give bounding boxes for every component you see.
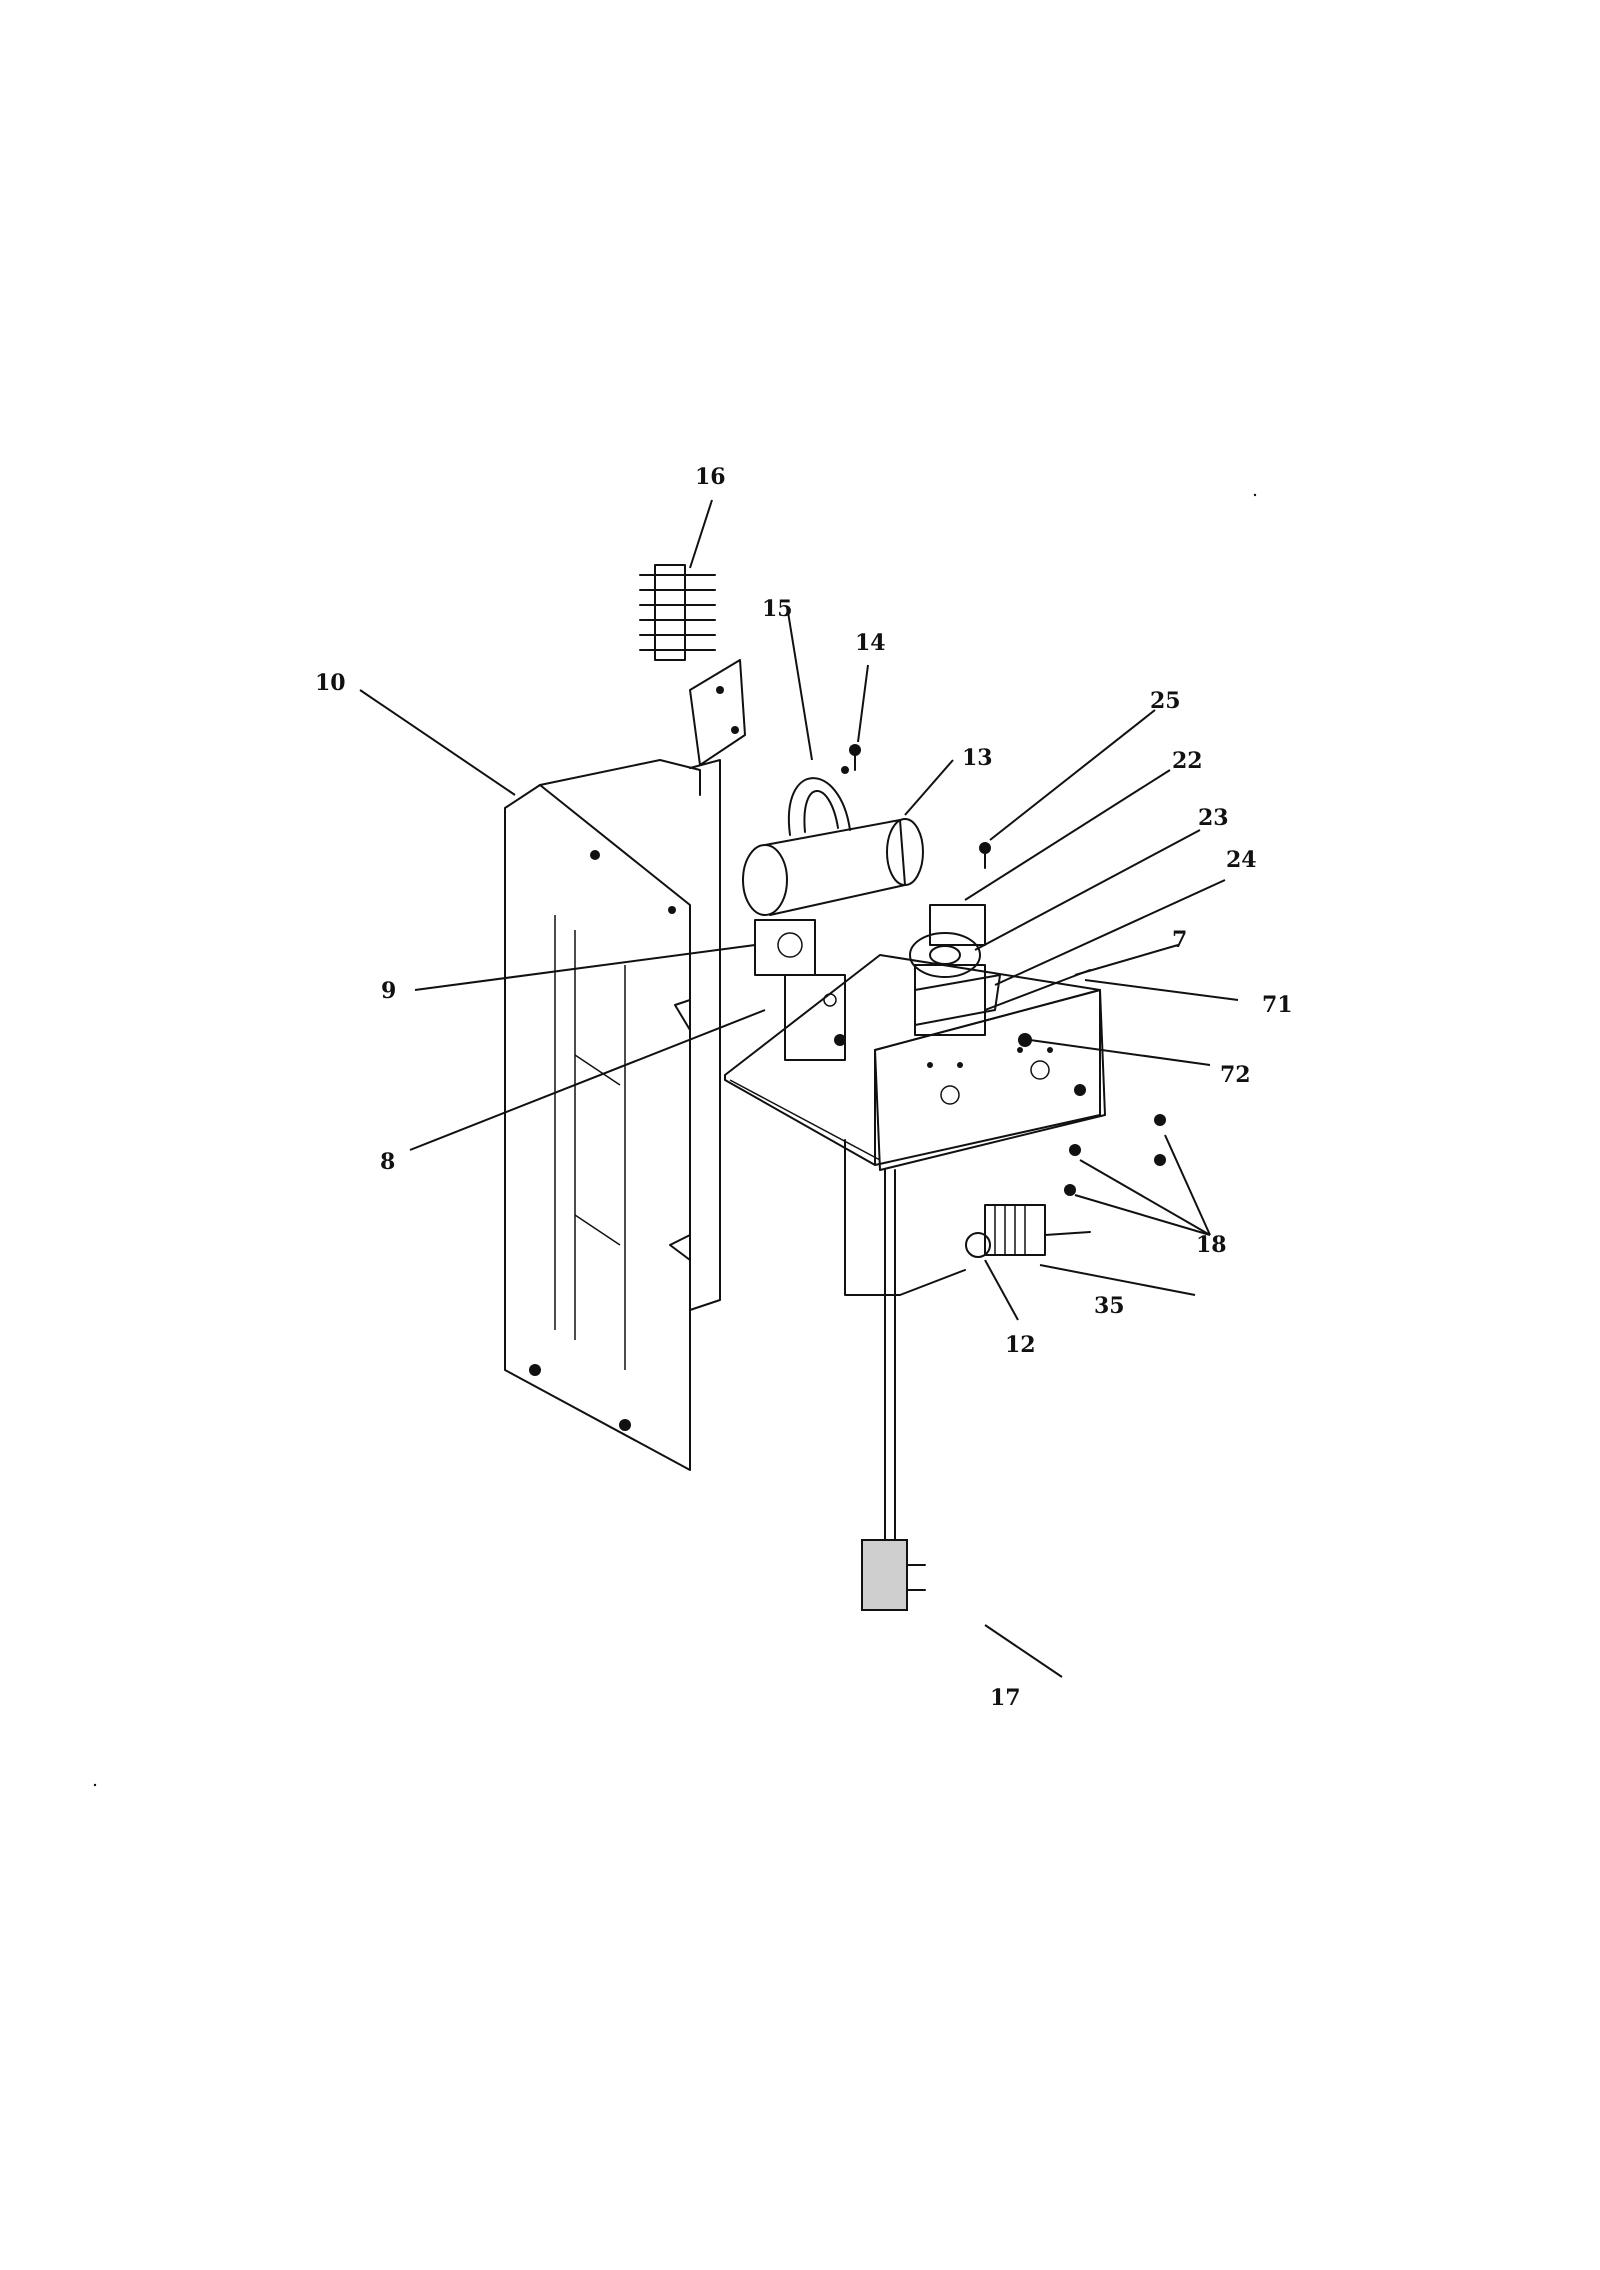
panel-flange (669, 759, 721, 1311)
screws (849, 744, 1166, 1196)
callout-22: 22 (1172, 748, 1203, 774)
callout-14: 14 (855, 630, 886, 656)
callout-16: 16 (695, 464, 726, 490)
callout-71: 71 (1262, 992, 1293, 1018)
interlock-assembly (909, 904, 1091, 1047)
capacitor (742, 766, 924, 916)
terminal-block (639, 564, 716, 661)
switch-assembly (754, 919, 846, 1061)
side-panel (504, 759, 701, 1471)
callout-9: 9 (381, 978, 396, 1004)
callout-15: 15 (762, 596, 793, 622)
callout-72: 72 (1220, 1062, 1251, 1088)
callout-13: 13 (962, 745, 993, 771)
callout-7: 7 (1172, 927, 1187, 953)
callout-18: 18 (1196, 1232, 1227, 1258)
callout-10: 10 (315, 670, 346, 696)
callout-17: 17 (990, 1685, 1021, 1711)
callout-35: 35 (1094, 1293, 1125, 1319)
base-chassis (724, 954, 1101, 1166)
leader-lines (359, 499, 1239, 1678)
thermal-fuse (965, 1204, 1091, 1258)
stray-dot (93, 1783, 97, 1787)
callout-24: 24 (1226, 847, 1257, 873)
callout-25: 25 (1150, 688, 1181, 714)
stray-dot (1253, 493, 1257, 497)
callout-8: 8 (380, 1149, 395, 1175)
upper-bracket (689, 659, 746, 766)
callout-23: 23 (1198, 805, 1229, 831)
front-plate (874, 989, 1106, 1171)
callout-labels: 16 15 14 10 13 25 22 23 24 7 9 71 72 8 1… (315, 464, 1293, 1711)
wire-harness (844, 1139, 966, 1611)
callout-12: 12 (1005, 1332, 1036, 1358)
